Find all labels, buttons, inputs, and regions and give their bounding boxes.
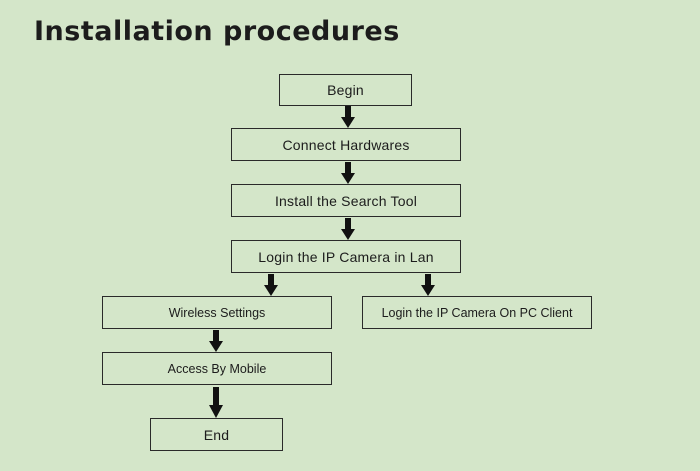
step-connect-hardwares: Connect Hardwares xyxy=(231,128,461,161)
arrow-down-icon xyxy=(341,218,355,240)
page-title: Installation procedures xyxy=(34,16,400,47)
step-install-search-tool: Install the Search Tool xyxy=(231,184,461,217)
step-login-pc-client: Login the IP Camera On PC Client xyxy=(362,296,592,329)
step-login-lan: Login the IP Camera in Lan xyxy=(231,240,461,273)
step-wireless-settings: Wireless Settings xyxy=(102,296,332,329)
arrow-down-icon xyxy=(209,387,223,418)
arrow-down-icon xyxy=(341,162,355,184)
arrow-down-icon xyxy=(421,274,435,296)
arrow-down-icon xyxy=(264,274,278,296)
step-end: End xyxy=(150,418,283,451)
arrow-down-icon xyxy=(341,106,355,128)
step-access-by-mobile: Access By Mobile xyxy=(102,352,332,385)
step-begin: Begin xyxy=(279,74,412,106)
arrow-down-icon xyxy=(209,330,223,352)
